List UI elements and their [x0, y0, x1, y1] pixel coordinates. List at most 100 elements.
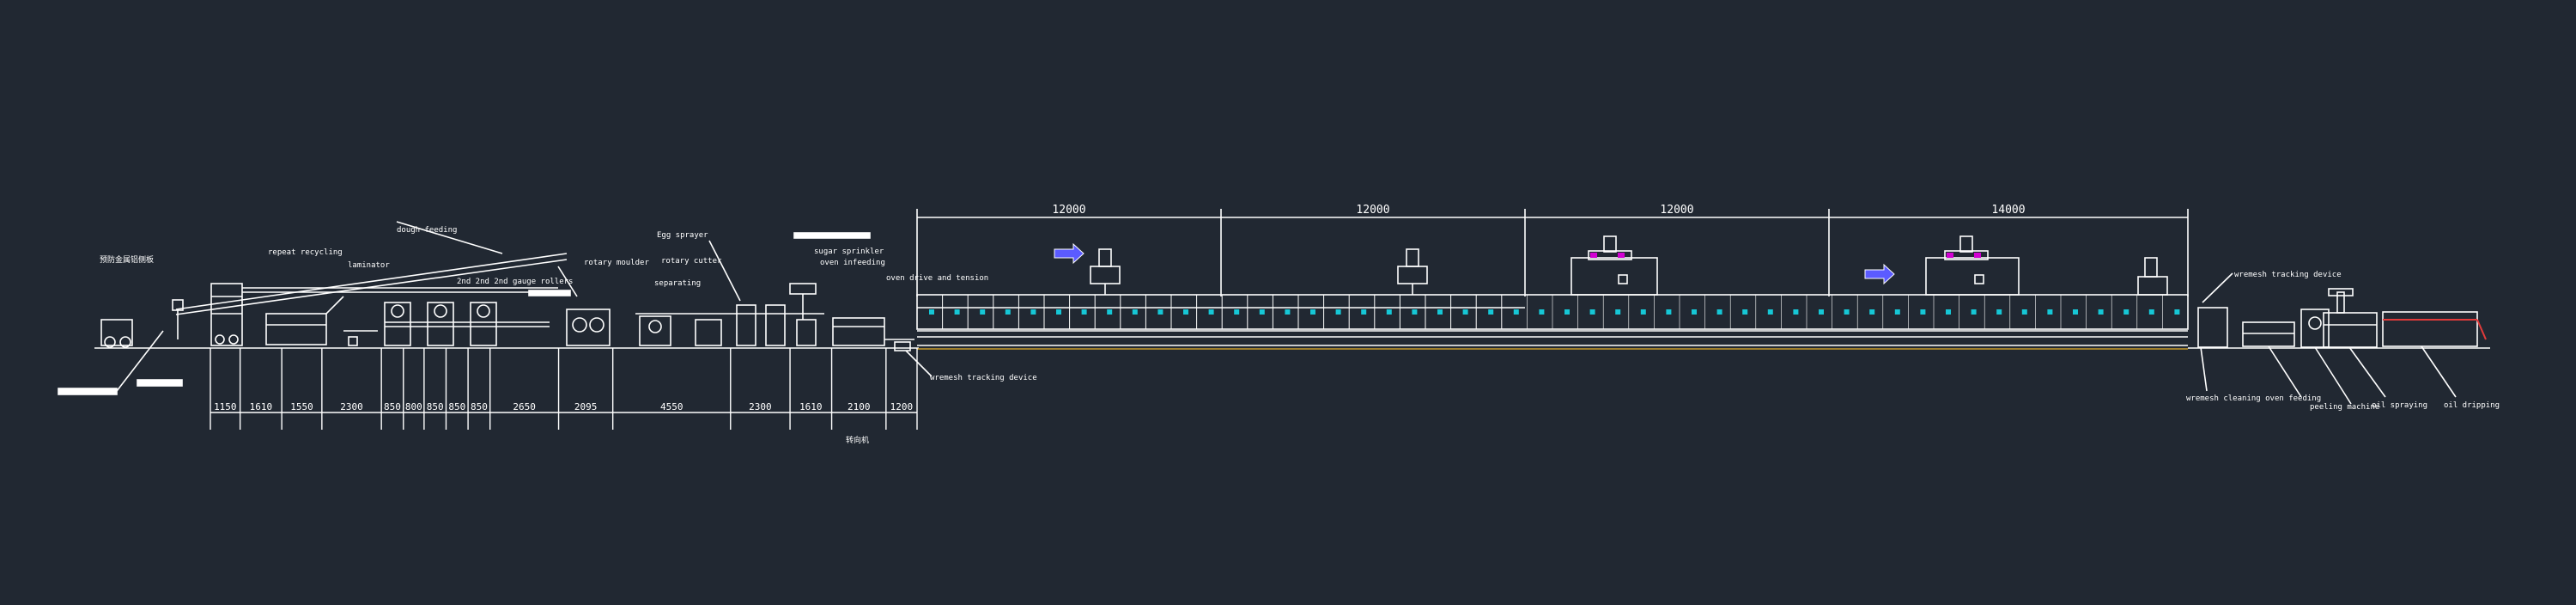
- tracking-right-leader: [2202, 272, 2233, 303]
- flow-arrow-2: [1864, 263, 1895, 285]
- oven-sensor-marker: [1615, 309, 1621, 315]
- feeder-wheel: [104, 336, 116, 348]
- repeat-recycling-unit: [210, 283, 243, 346]
- rr-wheel-2: [228, 334, 239, 345]
- oven-group: [916, 209, 2189, 350]
- oil-spraying-unit: [2323, 312, 2378, 348]
- dim-bottom-label: 1200: [890, 401, 914, 412]
- dim-bottom-label: 2300: [340, 401, 363, 412]
- moulder-leader: [557, 266, 578, 297]
- oven-sensor-marker: [1412, 309, 1418, 315]
- burner-unit-3-marker: [1590, 253, 1597, 258]
- oven-sensor-marker: [1767, 309, 1773, 315]
- oven-sensor-marker: [1589, 309, 1595, 315]
- tracking-device-right: [2197, 307, 2228, 348]
- rotary-moulder-frame: [566, 309, 611, 346]
- burner-unit-4-marker-2: [1974, 253, 1981, 258]
- label-chinese-bottom: 转向机: [846, 435, 869, 445]
- oven-sensor-marker: [980, 309, 986, 315]
- oven-infeeding: [832, 317, 885, 346]
- burner-unit-3-housing: [1571, 257, 1658, 296]
- burner-unit-3-window: [1618, 274, 1628, 284]
- peeling-roll: [2308, 316, 2322, 330]
- egg-sprayer: [736, 304, 756, 346]
- oven-sensor-marker: [954, 309, 960, 315]
- label-sugar-sprinkler: sugar sprinkler: [814, 248, 884, 256]
- gauge-roller-1-roll: [391, 304, 404, 318]
- oven-sensor-marker: [1920, 309, 1926, 315]
- leader-oil-dripping: [2421, 345, 2457, 398]
- burner-unit-4: [1925, 235, 2020, 296]
- oven-sensor-marker: [1183, 309, 1188, 315]
- dim-top-3: 12000: [1660, 204, 1693, 217]
- gauge-roller-3: [470, 302, 497, 346]
- leader-oil-spraying: [2348, 346, 2386, 398]
- sugar-sprinkler: [765, 304, 786, 346]
- label-oil-dripping: oil dripping: [2444, 401, 2500, 410]
- flow-arrow-1: [1054, 242, 1084, 265]
- gauge-roller-3-roll: [477, 304, 490, 318]
- laminator-frame: [265, 313, 327, 345]
- oven-sensor-marker: [1996, 309, 2002, 315]
- oven-sensor-marker: [1488, 309, 1494, 315]
- oven-sensor-marker: [1234, 309, 1240, 315]
- gauge-roller-2-roll: [434, 304, 447, 318]
- oven-sensor-marker: [2047, 309, 2053, 315]
- oven-sensor-marker: [1259, 309, 1265, 315]
- peeling-machine: [2300, 309, 2330, 348]
- oven-sensor-marker: [1819, 309, 1824, 315]
- burner-unit-3-stack: [1603, 235, 1617, 253]
- rotary-moulder-roll: [572, 317, 587, 333]
- label-egg-sprayer: Egg sprayer: [657, 231, 708, 240]
- oven-sensor-marker: [1844, 309, 1850, 315]
- dim-bottom-label: 2650: [513, 401, 536, 412]
- oven-sensor-marker: [2148, 309, 2154, 315]
- label-peeling-machine: peeling machine: [2310, 403, 2379, 412]
- bottom-dim-ticks: [210, 348, 918, 430]
- legend-bar-1: [58, 388, 118, 395]
- label-rotary-moulder: rotary moulder: [584, 259, 649, 267]
- oven-sensor-markers: [929, 309, 2180, 315]
- tracking-leader: [905, 350, 933, 377]
- oven-sensor-marker: [1030, 309, 1036, 315]
- burner-unit-2-box: [1397, 266, 1428, 284]
- burner-unit-4-base: [1944, 250, 1989, 260]
- dim-bottom-label: 850: [384, 401, 401, 412]
- oven-sensor-marker: [1208, 309, 1214, 315]
- oven-sensor-marker: [1107, 309, 1113, 315]
- burner-unit-1-stack: [1098, 248, 1112, 267]
- oven-sensor-marker: [1869, 309, 1875, 315]
- label-laminator: laminator: [348, 261, 390, 270]
- oven-sensor-marker: [1132, 309, 1138, 315]
- dim-bottom-label: 850: [471, 401, 488, 412]
- oven-sensor-marker: [1793, 309, 1799, 315]
- leader-peeling: [2314, 346, 2352, 405]
- dim-bottom-label: 1610: [250, 401, 273, 412]
- burner-unit-2: [1397, 248, 1428, 295]
- dough-feed-leader: [396, 221, 503, 254]
- label-oil-spraying: oil spraying: [2372, 401, 2427, 410]
- leader-wremesh: [2200, 346, 2208, 392]
- burner-unit-1-box: [1090, 266, 1121, 284]
- label-chinese-left: 预防金属铝侧板: [100, 254, 154, 265]
- leader-bar-1: [116, 330, 164, 392]
- infeed-box: [796, 319, 817, 346]
- oil-spray-head: [2328, 288, 2354, 296]
- burner-unit-4-housing: [1925, 257, 2020, 296]
- dim-bottom-label: 800: [405, 401, 422, 412]
- oven-sensor-marker: [1462, 309, 1468, 315]
- burner-unit-4-window: [1974, 274, 1984, 284]
- oven-sensor-marker: [1513, 309, 1519, 315]
- leader-cleaning: [2268, 345, 2302, 398]
- burner-unit-4-stack: [1959, 235, 1973, 253]
- dim-bottom-label: 850: [427, 401, 444, 412]
- oven-sensor-marker: [929, 309, 934, 315]
- label-repeat-recycling: repeat recycling: [268, 248, 343, 257]
- cleaning-oven-feeding: [2242, 321, 2295, 347]
- gauge-roller-2: [427, 302, 454, 346]
- oven-sensor-marker: [1081, 309, 1087, 315]
- oven-sensor-marker: [1386, 309, 1392, 315]
- bottom-dimension-chain: [210, 348, 918, 430]
